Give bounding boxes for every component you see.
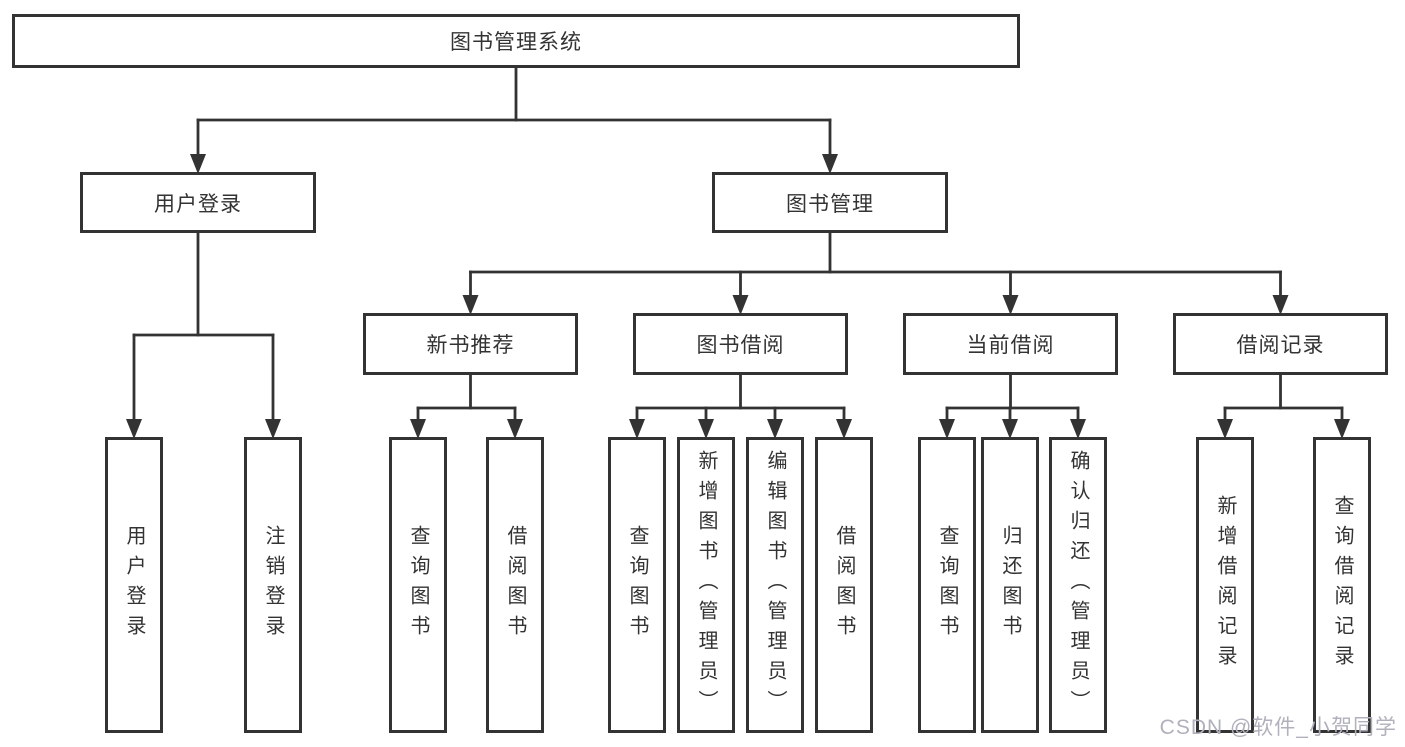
leaf-edit-books-admin: 编辑图书（管理员） bbox=[746, 437, 804, 733]
arrowhead-icon bbox=[822, 154, 838, 174]
node-book-management: 图书管理 bbox=[712, 172, 948, 233]
leaf-add-borrow-record: 新增借阅记录 bbox=[1196, 437, 1254, 733]
leaf-add-books-admin: 新增图书（管理员） bbox=[677, 437, 735, 733]
node-new-book-recommendation-label: 新书推荐 bbox=[426, 334, 515, 357]
arrowhead-icon bbox=[410, 419, 426, 439]
leaf-add-books-admin-label: 新增图书（管理员） bbox=[695, 450, 717, 720]
node-library-management-system: 图书管理系统 bbox=[12, 14, 1020, 68]
arrowhead-icon bbox=[836, 419, 852, 439]
node-borrowing-records: 借阅记录 bbox=[1173, 313, 1388, 375]
node-library-management-system-label: 图书管理系统 bbox=[450, 31, 582, 54]
arrowhead-icon bbox=[507, 419, 523, 439]
leaf-borrow-books-recommend: 借阅图书 bbox=[486, 437, 544, 733]
node-book-borrowing-label: 图书借阅 bbox=[696, 334, 785, 357]
leaf-query-books-recommend: 查询图书 bbox=[389, 437, 447, 733]
arrowhead-icon bbox=[1272, 295, 1289, 315]
arrowhead-icon bbox=[629, 419, 645, 439]
arrowhead-icon bbox=[1002, 295, 1019, 315]
leaf-user-login: 用户登录 bbox=[105, 437, 163, 733]
leaf-query-books-current-label: 查询图书 bbox=[936, 525, 958, 645]
leaf-confirm-return-admin: 确认归还（管理员） bbox=[1049, 437, 1107, 733]
leaf-logout-label: 注销登录 bbox=[262, 525, 284, 645]
arrowhead-icon bbox=[1217, 419, 1233, 439]
leaf-borrow-books-borrow: 借阅图书 bbox=[815, 437, 873, 733]
arrowhead-icon bbox=[939, 419, 955, 439]
node-current-borrowing-label: 当前借阅 bbox=[966, 334, 1055, 357]
node-new-book-recommendation: 新书推荐 bbox=[363, 313, 578, 375]
leaf-borrow-books-recommend-label: 借阅图书 bbox=[504, 525, 526, 645]
arrowhead-icon bbox=[126, 419, 142, 439]
arrowhead-icon bbox=[1002, 419, 1018, 439]
leaf-query-books-borrow: 查询图书 bbox=[608, 437, 666, 733]
leaf-confirm-return-admin-label: 确认归还（管理员） bbox=[1067, 450, 1089, 720]
arrowhead-icon bbox=[265, 419, 281, 439]
arrowhead-icon bbox=[462, 295, 479, 315]
arrowhead-icon bbox=[698, 419, 714, 439]
leaf-logout: 注销登录 bbox=[244, 437, 302, 733]
arrowhead-icon bbox=[190, 154, 206, 174]
arrowhead-icon bbox=[1070, 419, 1086, 439]
node-user-login: 用户登录 bbox=[80, 172, 316, 233]
node-book-management-label: 图书管理 bbox=[786, 192, 874, 216]
arrowhead-icon bbox=[767, 419, 783, 439]
node-current-borrowing: 当前借阅 bbox=[903, 313, 1118, 375]
leaf-query-books-recommend-label: 查询图书 bbox=[407, 525, 429, 645]
arrowhead-icon bbox=[1334, 419, 1350, 439]
leaf-add-borrow-record-label: 新增借阅记录 bbox=[1214, 495, 1236, 675]
leaf-user-login-label: 用户登录 bbox=[123, 525, 145, 645]
node-book-borrowing: 图书借阅 bbox=[633, 313, 848, 375]
node-borrowing-records-label: 借阅记录 bbox=[1236, 334, 1325, 357]
arrowhead-icon bbox=[732, 295, 749, 315]
node-user-login-label: 用户登录 bbox=[154, 192, 242, 216]
leaf-query-books-current: 查询图书 bbox=[918, 437, 976, 733]
leaf-return-books-label: 归还图书 bbox=[999, 525, 1021, 645]
leaf-query-borrow-record-label: 查询借阅记录 bbox=[1331, 495, 1353, 675]
leaf-query-borrow-record: 查询借阅记录 bbox=[1313, 437, 1371, 733]
leaf-edit-books-admin-label: 编辑图书（管理员） bbox=[764, 450, 786, 720]
leaf-borrow-books-borrow-label: 借阅图书 bbox=[833, 525, 855, 645]
leaf-return-books: 归还图书 bbox=[981, 437, 1039, 733]
leaf-query-books-borrow-label: 查询图书 bbox=[626, 525, 648, 645]
